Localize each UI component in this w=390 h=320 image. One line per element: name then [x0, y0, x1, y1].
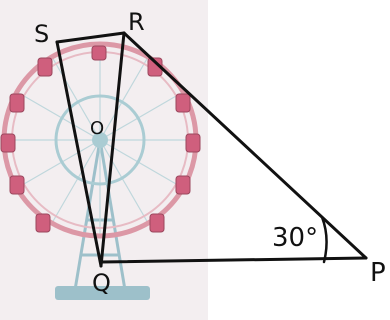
wheel-hub — [92, 132, 108, 148]
segment-RQ — [99, 31, 126, 268]
segment-RP — [122, 31, 368, 260]
label-S: S — [34, 20, 49, 48]
label-P: P — [370, 258, 386, 288]
segment-SR — [55, 31, 126, 44]
label-R: R — [128, 8, 145, 36]
label-O: O — [90, 118, 104, 139]
angle-label: 30° — [272, 223, 318, 253]
segment-SQ — [55, 40, 103, 268]
wheel-cabins — [0, 45, 201, 233]
segment-QP — [99, 256, 368, 264]
wheel-base — [55, 286, 150, 300]
label-Q: Q — [92, 269, 111, 297]
geometry-lines — [55, 31, 368, 268]
inner-ring — [54, 94, 146, 186]
angle-arc-P — [320, 215, 328, 264]
